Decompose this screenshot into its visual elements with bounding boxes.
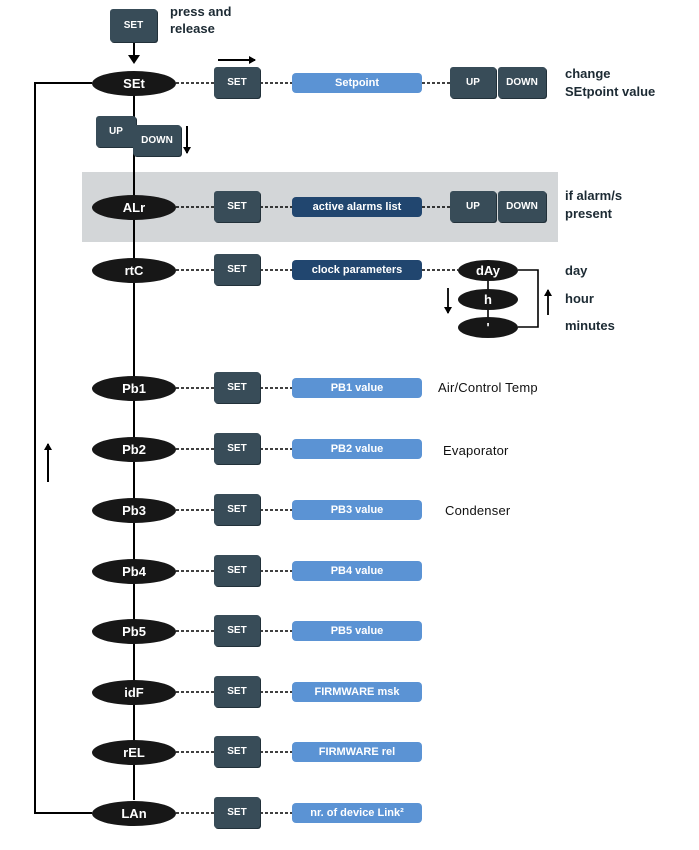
set-key[interactable]: SET <box>214 191 260 222</box>
set-key[interactable]: SET <box>214 555 260 586</box>
active-alarms-list: active alarms list <box>292 197 422 217</box>
menu-code-rtc[interactable]: rtC <box>92 258 176 283</box>
menu-code-alr[interactable]: ALr <box>92 195 176 220</box>
set-key[interactable]: SET <box>214 372 260 403</box>
menu-code-pb5[interactable]: Pb5 <box>92 619 176 644</box>
menu-code-pb4[interactable]: Pb4 <box>92 559 176 584</box>
set-key[interactable]: SET <box>214 615 260 646</box>
pb5-value: PB5 value <box>292 621 422 641</box>
clock-day[interactable]: dAy <box>458 260 518 281</box>
setpoint-value: Setpoint <box>292 73 422 93</box>
pb1-note: Air/Control Temp <box>438 380 538 395</box>
clock-hour-label: hour <box>565 291 594 306</box>
menu-code-pb1[interactable]: Pb1 <box>92 376 176 401</box>
set-key[interactable]: SET <box>214 67 260 98</box>
clock-minutes[interactable]: ' <box>458 317 518 338</box>
setpoint-note-line2: SEtpoint value <box>565 84 656 99</box>
set-key[interactable]: SET <box>214 433 260 464</box>
menu-code-lan[interactable]: LAn <box>92 801 176 826</box>
menu-code-pb3[interactable]: Pb3 <box>92 498 176 523</box>
set-key[interactable]: SET <box>214 494 260 525</box>
pb3-note: Condenser <box>445 503 511 518</box>
menu-code-pb2[interactable]: Pb2 <box>92 437 176 462</box>
nav-down-key[interactable]: DOWN <box>133 125 181 156</box>
press-release-arrowhead <box>128 55 140 64</box>
setpoint-note-line1: change <box>565 66 611 81</box>
top-set-key[interactable]: SET <box>110 9 157 42</box>
clock-minutes-label: minutes <box>565 318 615 333</box>
nav-up-key[interactable]: UP <box>96 116 136 147</box>
pb2-value: PB2 value <box>292 439 422 459</box>
pb1-value: PB1 value <box>292 378 422 398</box>
return-loop-line <box>34 82 92 814</box>
menu-code-set[interactable]: SEt <box>92 71 176 96</box>
alarms-note-line1: if alarm/s <box>565 188 623 203</box>
firmware-msk-value: FIRMWARE msk <box>292 682 422 702</box>
set-key[interactable]: SET <box>214 736 260 767</box>
menu-code-rel[interactable]: rEL <box>92 740 176 765</box>
alarms-note-line2: present <box>565 206 612 221</box>
set-key[interactable]: SET <box>214 797 260 828</box>
clock-day-label: day <box>565 263 588 278</box>
press-release-label: press and release <box>170 4 232 36</box>
clock-hour[interactable]: h <box>458 289 518 310</box>
clock-parameters: clock parameters <box>292 260 422 280</box>
device-link-count: nr. of device Link² <box>292 803 422 823</box>
alarms-up-key[interactable]: UP <box>450 191 496 222</box>
set-key[interactable]: SET <box>214 676 260 707</box>
clock-loop-line <box>518 269 539 328</box>
firmware-rel-value: FIRMWARE rel <box>292 742 422 762</box>
menu-code-idf[interactable]: idF <box>92 680 176 705</box>
pb3-value: PB3 value <box>292 500 422 520</box>
pb4-value: PB4 value <box>292 561 422 581</box>
set-key[interactable]: SET <box>214 254 260 285</box>
setpoint-down-key[interactable]: DOWN <box>498 67 546 98</box>
alarms-down-key[interactable]: DOWN <box>498 191 546 222</box>
pb2-note: Evaporator <box>443 443 509 458</box>
setpoint-up-key[interactable]: UP <box>450 67 496 98</box>
